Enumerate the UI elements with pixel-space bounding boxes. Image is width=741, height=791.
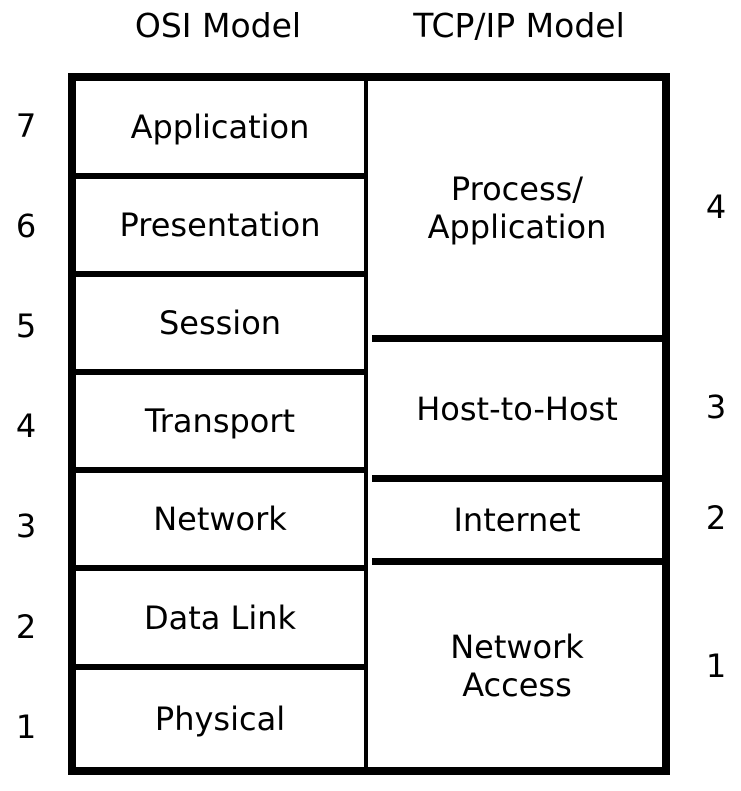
tcpip-layer-network-access-label-line1: Network: [450, 628, 584, 666]
osi-layer-number-5: 5: [15, 307, 37, 345]
osi-layer-network: Network: [76, 473, 364, 571]
tcpip-layer-stack: Process/ Application Host-to-Host Intern…: [372, 81, 662, 767]
tcpip-layer-number-3: 3: [705, 388, 727, 426]
tcpip-layer-network-access-label-line2: Access: [462, 666, 572, 704]
osi-layer-stack: Application Presentation Session Transpo…: [76, 81, 368, 767]
osi-layer-number-4: 4: [15, 407, 37, 445]
osi-layer-application-label: Application: [130, 108, 310, 146]
osi-layer-session-label: Session: [158, 304, 282, 342]
tcpip-layer-host-to-host: Host-to-Host: [372, 342, 662, 482]
tcpip-layer-internet-label: Internet: [453, 501, 581, 539]
osi-column-heading: OSI Model: [134, 6, 302, 45]
osi-layer-transport-label: Transport: [144, 402, 296, 440]
osi-layer-number-1: 1: [15, 708, 37, 746]
osi-layer-data-link-label: Data Link: [143, 598, 297, 637]
osi-layer-presentation-label: Presentation: [119, 206, 321, 244]
tcpip-layer-host-to-host-label: Host-to-Host: [416, 389, 618, 428]
tcpip-layer-number-4: 4: [705, 188, 727, 226]
osi-layer-number-2: 2: [15, 608, 37, 646]
osi-layer-number-3: 3: [15, 507, 37, 545]
osi-layer-session: Session: [76, 277, 364, 375]
osi-layer-number-6: 6: [15, 207, 37, 245]
osi-layer-presentation: Presentation: [76, 179, 364, 277]
tcpip-layer-internet: Internet: [372, 482, 662, 565]
diagram-frame: Application Presentation Session Transpo…: [68, 73, 670, 775]
tcpip-layer-number-1: 1: [705, 647, 727, 685]
tcpip-layer-process-application-label-line1: Process/: [450, 170, 584, 208]
tcpip-layer-process-application-label-line2: Application: [427, 208, 607, 246]
tcpip-layer-network-access: Network Access: [372, 565, 662, 767]
tcpip-layer-process-application: Process/ Application: [372, 81, 662, 342]
osi-layer-application: Application: [76, 81, 364, 179]
osi-layer-network-label: Network: [153, 500, 287, 538]
osi-layer-number-7: 7: [15, 107, 37, 145]
osi-layer-physical-label: Physical: [154, 699, 286, 738]
osi-layer-data-link: Data Link: [76, 571, 364, 670]
tcpip-layer-number-2: 2: [705, 499, 727, 537]
tcpip-column-heading: TCP/IP Model: [413, 6, 625, 45]
osi-layer-physical: Physical: [76, 670, 364, 767]
osi-layer-transport: Transport: [76, 375, 364, 473]
